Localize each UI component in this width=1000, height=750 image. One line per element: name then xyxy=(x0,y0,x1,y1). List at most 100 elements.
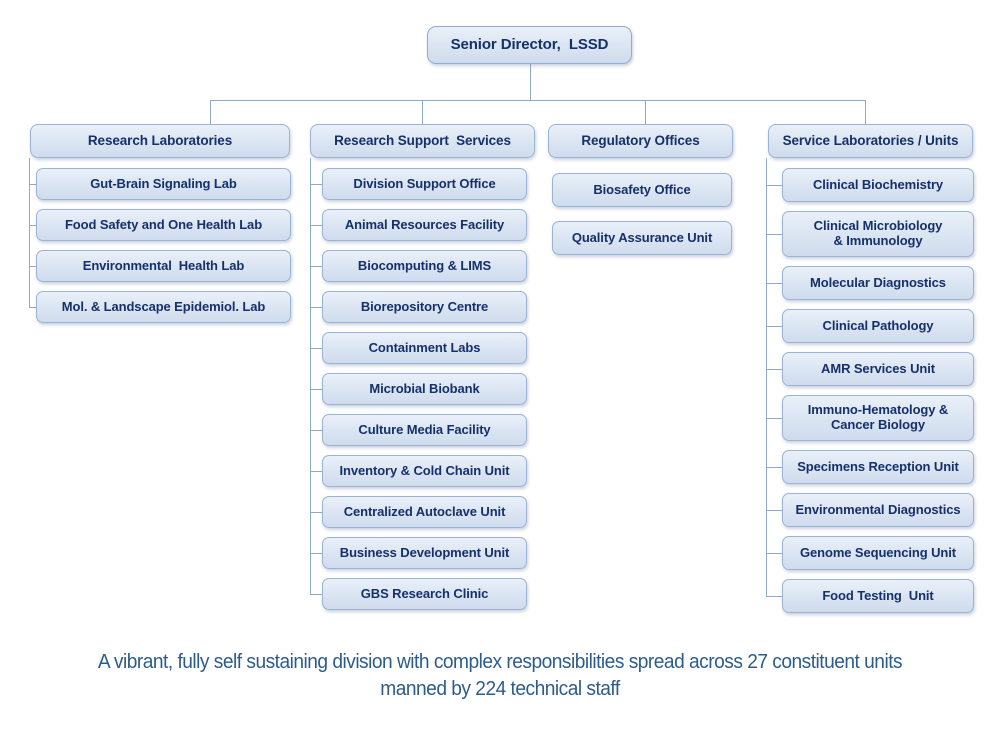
node-research-support-services-item-3[interactable]: Biorepository Centre xyxy=(322,291,527,323)
node-research-laboratories-item-0[interactable]: Gut-Brain Signaling Lab xyxy=(36,168,291,200)
connector-stem-service-laboratories-units xyxy=(865,100,866,124)
node-research-support-services-item-7[interactable]: Inventory & Cold Chain Unit xyxy=(322,455,527,487)
node-regulatory-offices-item-0[interactable]: Biosafety Office xyxy=(552,173,732,207)
node-header-regulatory-offices[interactable]: Regulatory Offices xyxy=(548,124,733,158)
node-research-support-services-item-7-label: Inventory & Cold Chain Unit xyxy=(339,462,510,478)
connector-stub-research-laboratories-0 xyxy=(29,184,36,185)
node-service-laboratories-units-item-0[interactable]: Clinical Biochemistry xyxy=(782,168,974,202)
connector-main-bus xyxy=(210,100,865,101)
node-service-laboratories-units-item-8-label: Genome Sequencing Unit xyxy=(800,544,956,560)
node-service-laboratories-units-item-7[interactable]: Environmental Diagnostics xyxy=(782,493,974,527)
connector-stub-research-support-services-10 xyxy=(310,594,322,595)
node-research-support-services-item-5[interactable]: Microbial Biobank xyxy=(322,373,527,405)
connector-stem-research-laboratories xyxy=(210,100,211,124)
node-service-laboratories-units-item-8[interactable]: Genome Sequencing Unit xyxy=(782,536,974,570)
connector-stub-research-support-services-5 xyxy=(310,389,322,390)
connector-stub-service-laboratories-units-4 xyxy=(766,369,782,370)
connector-stub-service-laboratories-units-1 xyxy=(766,234,782,235)
node-service-laboratories-units-item-9[interactable]: Food Testing Unit xyxy=(782,579,974,613)
connector-spine-research-support-services xyxy=(310,158,311,594)
node-service-laboratories-units-item-7-label: Environmental Diagnostics xyxy=(795,501,961,517)
node-research-support-services-item-9-label: Business Development Unit xyxy=(339,544,510,560)
connector-stub-research-support-services-2 xyxy=(310,266,322,267)
node-service-laboratories-units-item-3[interactable]: Clinical Pathology xyxy=(782,309,974,343)
connector-stub-research-support-services-6 xyxy=(310,430,322,431)
node-header-research-laboratories-label: Research Laboratories xyxy=(87,133,233,149)
node-header-research-laboratories[interactable]: Research Laboratories xyxy=(30,124,290,158)
node-research-support-services-item-6-label: Culture Media Facility xyxy=(358,421,491,437)
connector-stub-research-support-services-8 xyxy=(310,512,322,513)
connector-stub-research-support-services-7 xyxy=(310,471,322,472)
connector-stub-service-laboratories-units-8 xyxy=(766,553,782,554)
node-research-support-services-item-3-label: Biorepository Centre xyxy=(360,298,489,314)
node-research-laboratories-item-1-label: Food Safety and One Health Lab xyxy=(64,216,263,232)
node-research-support-services-item-5-label: Microbial Biobank xyxy=(369,380,480,396)
node-research-laboratories-item-2[interactable]: Environmental Health Lab xyxy=(36,250,291,282)
connector-stub-research-support-services-3 xyxy=(310,307,322,308)
node-research-support-services-item-8[interactable]: Centralized Autoclave Unit xyxy=(322,496,527,528)
connector-stub-service-laboratories-units-9 xyxy=(766,596,782,597)
node-service-laboratories-units-item-1[interactable]: Clinical Microbiology & Immunology xyxy=(782,211,974,257)
connector-stub-service-laboratories-units-7 xyxy=(766,510,782,511)
node-service-laboratories-units-item-9-label: Food Testing Unit xyxy=(822,587,934,603)
node-research-support-services-item-2[interactable]: Biocomputing & LIMS xyxy=(322,250,527,282)
node-research-support-services-item-0[interactable]: Division Support Office xyxy=(322,168,527,200)
node-research-support-services-item-4-label: Containment Labs xyxy=(368,339,481,355)
node-regulatory-offices-item-1-label: Quality Assurance Unit xyxy=(571,229,713,245)
node-research-support-services-item-1[interactable]: Animal Resources Facility xyxy=(322,209,527,241)
node-service-laboratories-units-item-5-label: Immuno-Hematology & Cancer Biology xyxy=(807,402,949,432)
connector-stub-research-laboratories-2 xyxy=(29,266,36,267)
node-service-laboratories-units-item-2[interactable]: Molecular Diagnostics xyxy=(782,266,974,300)
node-research-laboratories-item-3-label: Mol. & Landscape Epidemiol. Lab xyxy=(61,298,266,314)
node-research-support-services-item-10-label: GBS Research Clinic xyxy=(360,585,489,601)
connector-stub-research-support-services-0 xyxy=(310,184,322,185)
node-research-support-services-item-1-label: Animal Resources Facility xyxy=(344,216,505,232)
connector-stub-service-laboratories-units-2 xyxy=(766,283,782,284)
connector-stub-service-laboratories-units-6 xyxy=(766,467,782,468)
connector-stub-service-laboratories-units-3 xyxy=(766,326,782,327)
node-header-research-support-services-label: Research Support Services xyxy=(334,133,511,149)
node-research-support-services-item-9[interactable]: Business Development Unit xyxy=(322,537,527,569)
node-research-support-services-item-4[interactable]: Containment Labs xyxy=(322,332,527,364)
node-service-laboratories-units-item-3-label: Clinical Pathology xyxy=(822,317,934,333)
connector-stem-regulatory-offices xyxy=(645,100,646,124)
connector-stub-service-laboratories-units-0 xyxy=(766,185,782,186)
caption-line-1: A vibrant, fully self sustaining divisio… xyxy=(97,650,903,673)
node-research-support-services-item-6[interactable]: Culture Media Facility xyxy=(322,414,527,446)
node-research-support-services-item-2-label: Biocomputing & LIMS xyxy=(357,257,492,273)
node-header-regulatory-offices-label: Regulatory Offices xyxy=(581,133,700,149)
node-research-laboratories-item-3[interactable]: Mol. & Landscape Epidemiol. Lab xyxy=(36,291,291,323)
node-research-laboratories-item-1[interactable]: Food Safety and One Health Lab xyxy=(36,209,291,241)
node-root[interactable]: Senior Director, LSSD xyxy=(427,26,632,64)
connector-spine-service-laboratories-units xyxy=(766,158,767,596)
node-research-support-services-item-8-label: Centralized Autoclave Unit xyxy=(343,503,506,519)
node-research-support-services-item-0-label: Division Support Office xyxy=(353,175,496,191)
caption-line-2: manned by 224 technical staff xyxy=(380,677,620,701)
connector-stub-research-support-services-9 xyxy=(310,553,322,554)
connector-stub-research-laboratories-3 xyxy=(29,307,36,308)
connector-spine-research-laboratories xyxy=(29,158,30,307)
connector-stub-research-support-services-1 xyxy=(310,225,322,226)
node-header-service-laboratories-units[interactable]: Service Laboratories / Units xyxy=(768,124,973,158)
chart-caption: A vibrant, fully self sustaining divisio… xyxy=(33,648,968,703)
node-research-laboratories-item-0-label: Gut-Brain Signaling Lab xyxy=(90,175,237,191)
connector-root-trunk xyxy=(529,64,531,100)
connector-stem-research-support-services xyxy=(422,100,423,124)
node-research-laboratories-item-2-label: Environmental Health Lab xyxy=(82,257,245,273)
node-research-support-services-item-10[interactable]: GBS Research Clinic xyxy=(322,578,527,610)
node-service-laboratories-units-item-6[interactable]: Specimens Reception Unit xyxy=(782,450,974,484)
node-regulatory-offices-item-0-label: Biosafety Office xyxy=(593,181,691,197)
node-service-laboratories-units-item-4[interactable]: AMR Services Unit xyxy=(782,352,974,386)
node-service-laboratories-units-item-6-label: Specimens Reception Unit xyxy=(797,458,959,474)
node-regulatory-offices-item-1[interactable]: Quality Assurance Unit xyxy=(552,221,732,255)
node-header-research-support-services[interactable]: Research Support Services xyxy=(310,124,535,158)
node-service-laboratories-units-item-4-label: AMR Services Unit xyxy=(821,360,935,376)
node-service-laboratories-units-item-0-label: Clinical Biochemistry xyxy=(812,176,944,192)
connector-stub-service-laboratories-units-5 xyxy=(766,418,782,419)
connector-stub-research-support-services-4 xyxy=(310,348,322,349)
node-header-service-laboratories-units-label: Service Laboratories / Units xyxy=(782,133,959,149)
connector-stub-research-laboratories-1 xyxy=(29,225,36,226)
node-service-laboratories-units-item-2-label: Molecular Diagnostics xyxy=(810,274,946,290)
node-service-laboratories-units-item-5[interactable]: Immuno-Hematology & Cancer Biology xyxy=(782,395,974,441)
